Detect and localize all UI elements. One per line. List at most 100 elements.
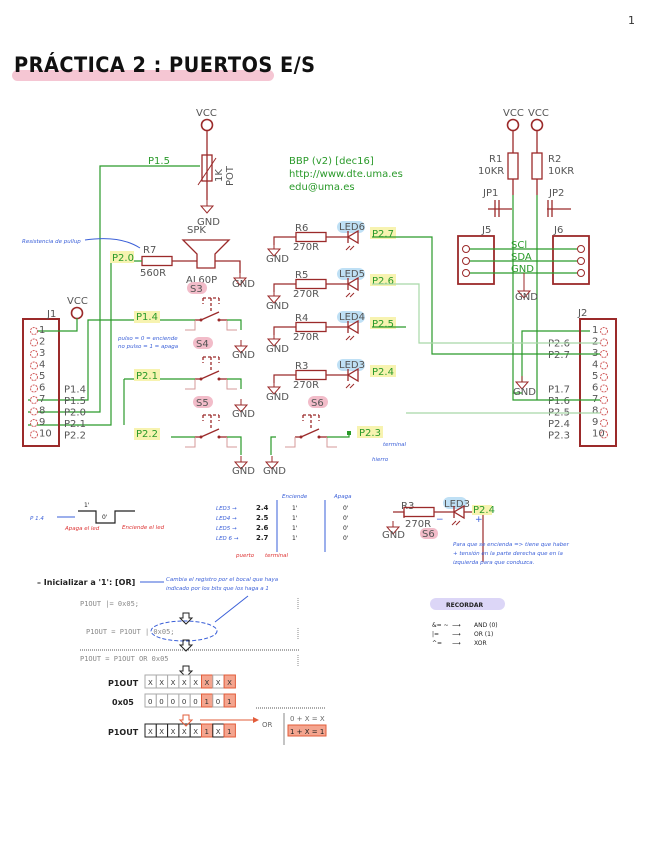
bit-value: X: [227, 679, 232, 687]
pin-number: 3: [39, 348, 45, 359]
led-icon: [345, 368, 359, 389]
gnd-signal-label: GND: [511, 264, 534, 275]
recordar-meaning: OR (1): [474, 631, 493, 638]
gnd-label: GND: [515, 292, 538, 303]
explanation-line: izquierda para que conduzca.: [453, 560, 535, 566]
pullup-note: Resistencia de pullup: [22, 239, 81, 245]
plus-sign: +: [475, 515, 483, 525]
explanation-line: + tensión en la parte derecha que en la: [453, 550, 563, 557]
connector-pin: [600, 373, 608, 381]
r2-value: 10KR: [548, 166, 574, 177]
pin-number: 1: [39, 325, 45, 336]
waveform-label: P 1.4: [30, 516, 44, 522]
pin-number: 5: [592, 371, 598, 382]
vcc-label: VCC: [67, 296, 88, 307]
pin-net-label: P1.7: [548, 385, 570, 396]
minus-sign: −: [436, 515, 444, 525]
or-heading: – Inicializar a '1': [OR]: [37, 578, 135, 587]
bit-value: 0: [159, 698, 163, 706]
resistor-name: R4: [295, 313, 308, 324]
table-off: 0': [343, 525, 349, 532]
or-rule: 1 + X = 1: [290, 728, 324, 736]
bit-value: 0: [171, 698, 175, 706]
waveform-low: 0': [102, 514, 108, 521]
r3-name: R3: [401, 501, 414, 512]
connector-pin: [600, 350, 608, 358]
pot-name: POT: [225, 165, 236, 186]
connector-pin: [30, 327, 38, 335]
recordar-op: |=: [432, 631, 439, 638]
waveform-high: 1': [84, 502, 90, 509]
gnd-label: GND: [232, 409, 255, 420]
p23-note: terminal: [383, 442, 407, 448]
bit-value: X: [216, 679, 221, 687]
spk-part: AL60P: [186, 275, 217, 286]
or-note: Cambia el registro por el bocal que haya: [166, 577, 279, 583]
j1-name: J1: [46, 309, 56, 320]
bit-value: X: [159, 728, 164, 736]
vcc-label: VCC: [196, 108, 217, 119]
table-on: 1': [292, 535, 298, 542]
pin-number: 8: [592, 406, 598, 417]
connector-pin: [30, 407, 38, 416]
net-label: P2.4: [372, 367, 394, 378]
bit-value: 0: [148, 698, 152, 706]
highlight-ellipse: [150, 620, 218, 642]
bit-cell: [223, 723, 236, 738]
bit-row-label: 0x05: [112, 698, 134, 707]
code-line: P1OUT = P1OUT OR 0x05: [80, 655, 169, 663]
net-label: P2.5: [372, 319, 394, 330]
net-label: P2.7: [372, 229, 394, 240]
gnd-label: GND: [266, 344, 289, 355]
pin-net-label: P1.4: [64, 385, 86, 396]
pot-value: 1K: [214, 169, 225, 182]
pin-number: 10: [39, 429, 52, 440]
switch-name: S3: [190, 284, 203, 295]
switch-name: S6: [311, 398, 324, 409]
arrow-icon: ⟶: [452, 640, 461, 647]
r1-value: 10KR: [478, 166, 504, 177]
connector-pin: [600, 327, 608, 335]
r7-name: R7: [143, 245, 156, 256]
bit-value: 0: [216, 698, 220, 706]
pin-number: 10: [592, 429, 605, 440]
page-number: 1: [628, 14, 635, 27]
vcc-symbol: [200, 118, 214, 132]
or-rule: 0 + X = X: [290, 715, 325, 723]
resistor-value: 270R: [293, 289, 319, 300]
r3-value: 270R: [405, 519, 431, 530]
r2-name: R2: [548, 154, 561, 165]
title-highlight: [12, 70, 274, 81]
led-icon: [345, 230, 359, 251]
vcc-label: VCC: [528, 108, 549, 119]
table-on: 1': [292, 515, 298, 522]
board-url[interactable]: http://www.dte.uma.es: [289, 169, 403, 180]
bit-cell: [223, 674, 236, 689]
pin-net-label: P2.3: [548, 431, 570, 442]
r7-value: 560R: [140, 268, 166, 279]
bit-value: X: [193, 728, 198, 736]
pin-number: 2: [39, 337, 45, 348]
connector-pin: [30, 338, 38, 347]
board-version: BBP (v2) [dec16]: [289, 156, 374, 167]
board-email: edu@uma.es: [289, 182, 355, 193]
resistor-name: R6: [295, 223, 308, 234]
bit-row-label: P1OUT: [108, 679, 139, 688]
pin-number: 2: [592, 337, 598, 348]
connector-pin: [30, 350, 38, 358]
connector-pin: [600, 407, 608, 416]
switch-name: S5: [196, 398, 209, 409]
connector-pin: [600, 430, 608, 439]
table-led: LED4 →: [216, 516, 237, 522]
led3-name: LED3: [444, 499, 470, 510]
r1-name: R1: [489, 154, 502, 165]
resistor-value: 270R: [293, 242, 319, 253]
pin-number: 1: [592, 325, 598, 336]
recordar-meaning: AND (0): [474, 622, 498, 629]
speaker-icon: [181, 239, 231, 269]
table-header: Enciende: [282, 494, 308, 500]
